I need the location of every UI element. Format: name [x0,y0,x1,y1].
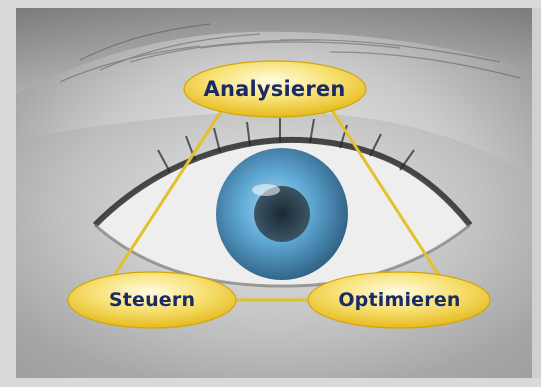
node-steuern-label: Steuern [109,289,195,311]
node-analysieren: Analysieren [183,61,366,117]
node-analysieren-label: Analysieren [204,77,346,101]
node-optimieren-label: Optimieren [338,289,460,311]
node-optimieren: Optimieren [308,272,491,328]
node-steuern: Steuern [68,272,236,328]
